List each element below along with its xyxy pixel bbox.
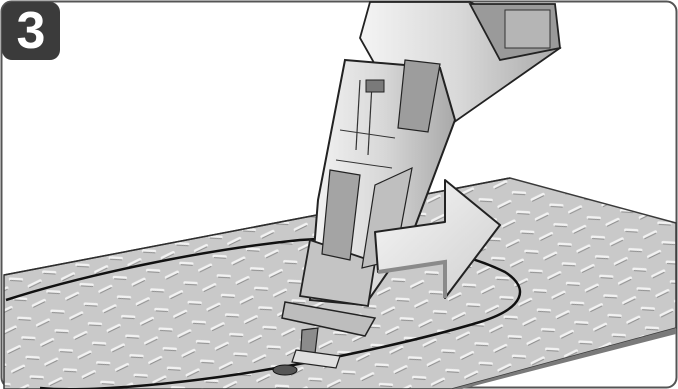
step-number-badge: 3 [2, 2, 60, 60]
